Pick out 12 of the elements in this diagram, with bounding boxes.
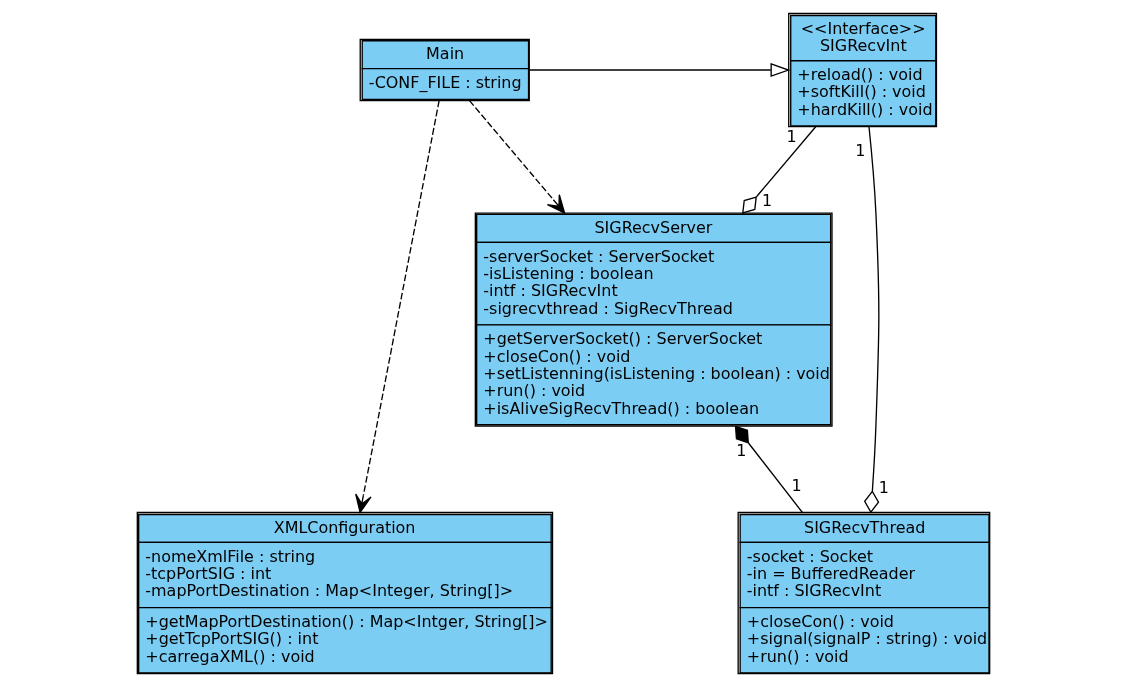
label: 1: [736, 441, 747, 461]
label: 1: [878, 477, 889, 497]
arrow: [528, 63, 791, 77]
connector: [742, 126, 817, 214]
arrow: [468, 100, 566, 214]
label: 1: [855, 141, 866, 161]
connector: [734, 425, 804, 514]
arrow: [355, 100, 440, 514]
connector: [863, 126, 880, 514]
label: 1: [791, 475, 802, 495]
label: 1: [786, 127, 797, 147]
label: 1: [761, 190, 773, 210]
